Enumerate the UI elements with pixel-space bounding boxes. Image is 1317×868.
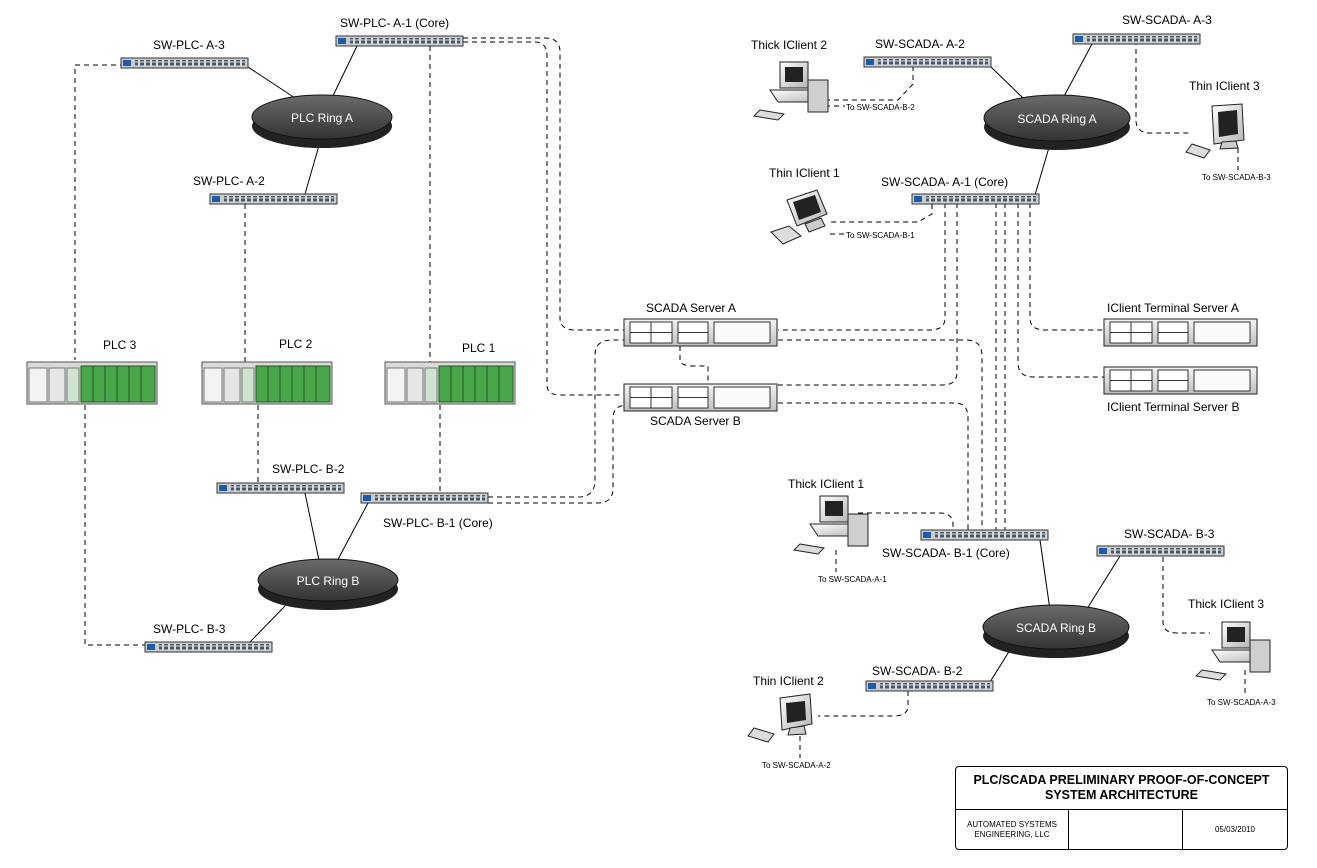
thin-client-icon: [770, 189, 828, 245]
plc-rack-icons: [26, 361, 516, 405]
server-label: SCADA Server A: [646, 301, 736, 315]
title-block-heading: PLC/SCADA PRELIMINARY PROOF-OF-CONCEPT S…: [956, 767, 1287, 810]
ring-label: SCADA Ring A: [1017, 112, 1096, 126]
plc-ring-a: PLC Ring A: [251, 94, 393, 148]
plc-label: PLC 3: [103, 338, 137, 352]
plc-rack-icon: [26, 361, 158, 405]
client-note: To SW-SCADA-A-2: [762, 761, 831, 770]
connections: [74, 37, 1246, 758]
switch-label: SW-PLC- A-2: [193, 174, 265, 188]
switch-labels: SW-PLC- A-1 (Core) SW-PLC- A-2 SW-PLC- A…: [153, 13, 1215, 678]
switch-label: SW-PLC- B-2: [272, 462, 345, 476]
scada-ring-a: SCADA Ring A: [983, 94, 1131, 150]
desktop-pc-icon: [752, 61, 829, 121]
switch-icons: [120, 33, 1225, 692]
server-icon: [623, 383, 778, 412]
switch-icon: [360, 492, 489, 504]
client-note: To SW-SCADA-A-3: [1207, 698, 1276, 707]
title-line-2: SYSTEM ARCHITECTURE: [1044, 788, 1198, 802]
switch-label: SW-SCADA- A-1 (Core): [881, 175, 1008, 189]
company-line-1: AUTOMATED SYSTEMS: [967, 820, 1057, 829]
server-labels: SCADA Server A SCADA Server B IClient Te…: [646, 301, 1240, 428]
plc-label: PLC 2: [279, 337, 313, 351]
switch-label: SW-SCADA- B-1 (Core): [882, 546, 1010, 560]
ring-label: PLC Ring A: [291, 111, 353, 125]
switch-label: SW-PLC- A-3: [153, 38, 225, 52]
switch-icon: [863, 56, 992, 68]
client-label: Thick IClient 3: [1188, 597, 1264, 611]
plc-ring-b: PLC Ring B: [257, 558, 399, 610]
plc-labels: PLC 1 PLC 2 PLC 3: [103, 337, 496, 355]
server-icon: [1103, 366, 1258, 395]
switch-label: SW-PLC- B-3: [153, 622, 226, 636]
company-cell: AUTOMATED SYSTEMS ENGINEERING, LLC: [956, 810, 1069, 850]
switch-icon: [1096, 545, 1225, 557]
switch-icon: [120, 57, 249, 69]
client-label: Thin IClient 3: [1189, 79, 1260, 93]
client-note: To SW-SCADA-B-1: [846, 231, 915, 240]
ring-label: SCADA Ring B: [1016, 621, 1096, 635]
switch-icon: [335, 35, 464, 47]
company-line-2: ENGINEERING, LLC: [974, 830, 1050, 839]
title-block: PLC/SCADA PRELIMINARY PROOF-OF-CONCEPT S…: [955, 766, 1288, 850]
switch-icon: [209, 193, 338, 205]
switch-label: SW-PLC- B-1 (Core): [383, 516, 493, 530]
switch-icon: [865, 680, 994, 692]
title-line-1: PLC/SCADA PRELIMINARY PROOF-OF-CONCEPT: [973, 773, 1270, 787]
switch-icon: [1072, 33, 1201, 45]
client-note: To SW-SCADA-B-2: [846, 103, 915, 112]
plc-rack-icon: [384, 361, 516, 405]
drawing-date: 05/03/2010: [1214, 825, 1256, 834]
thin-client-icon: [747, 693, 813, 743]
switch-label: SW-PLC- A-1 (Core): [340, 16, 449, 30]
server-label: IClient Terminal Server A: [1107, 301, 1239, 315]
client-note: To SW-SCADA-A-1: [818, 575, 887, 584]
thin-client-icon: [1185, 103, 1245, 159]
server-icons: [623, 318, 1258, 412]
client-label: Thick IClient 2: [751, 38, 827, 52]
client-label: Thin IClient 1: [769, 166, 840, 180]
switch-label: SW-SCADA- B-2: [872, 664, 963, 678]
client-note: To SW-SCADA-B-3: [1202, 173, 1271, 182]
switch-label: SW-SCADA- A-2: [875, 37, 965, 51]
switch-label: SW-SCADA- A-3: [1122, 13, 1212, 27]
server-icon: [1103, 318, 1258, 347]
switch-icon: [216, 482, 345, 494]
date-cell: 05/03/2010: [1183, 810, 1287, 850]
switch-label: SW-SCADA- B-3: [1124, 527, 1215, 541]
desktop-pc-icon: [1194, 621, 1271, 681]
blank-cell: [1069, 810, 1183, 850]
switch-icon: [911, 193, 1040, 205]
plc-rack-icon: [201, 361, 333, 405]
client-icons: [747, 61, 1271, 743]
ring-label: PLC Ring B: [297, 574, 360, 588]
client-label: Thin IClient 2: [753, 674, 824, 688]
client-labels: Thick IClient 1 To SW-SCADA-A-1 Thick IC…: [751, 38, 1276, 770]
server-label: IClient Terminal Server B: [1107, 400, 1240, 414]
plc-label: PLC 1: [462, 341, 496, 355]
server-icon: [623, 318, 778, 347]
server-label: SCADA Server B: [650, 414, 741, 428]
desktop-pc-icon: [792, 495, 869, 555]
client-label: Thick IClient 1: [788, 477, 864, 491]
switch-icon: [920, 529, 1049, 541]
scada-ring-b: SCADA Ring B: [982, 604, 1130, 658]
switch-icon: [144, 641, 273, 653]
title-block-footer: AUTOMATED SYSTEMS ENGINEERING, LLC 05/03…: [956, 810, 1287, 850]
